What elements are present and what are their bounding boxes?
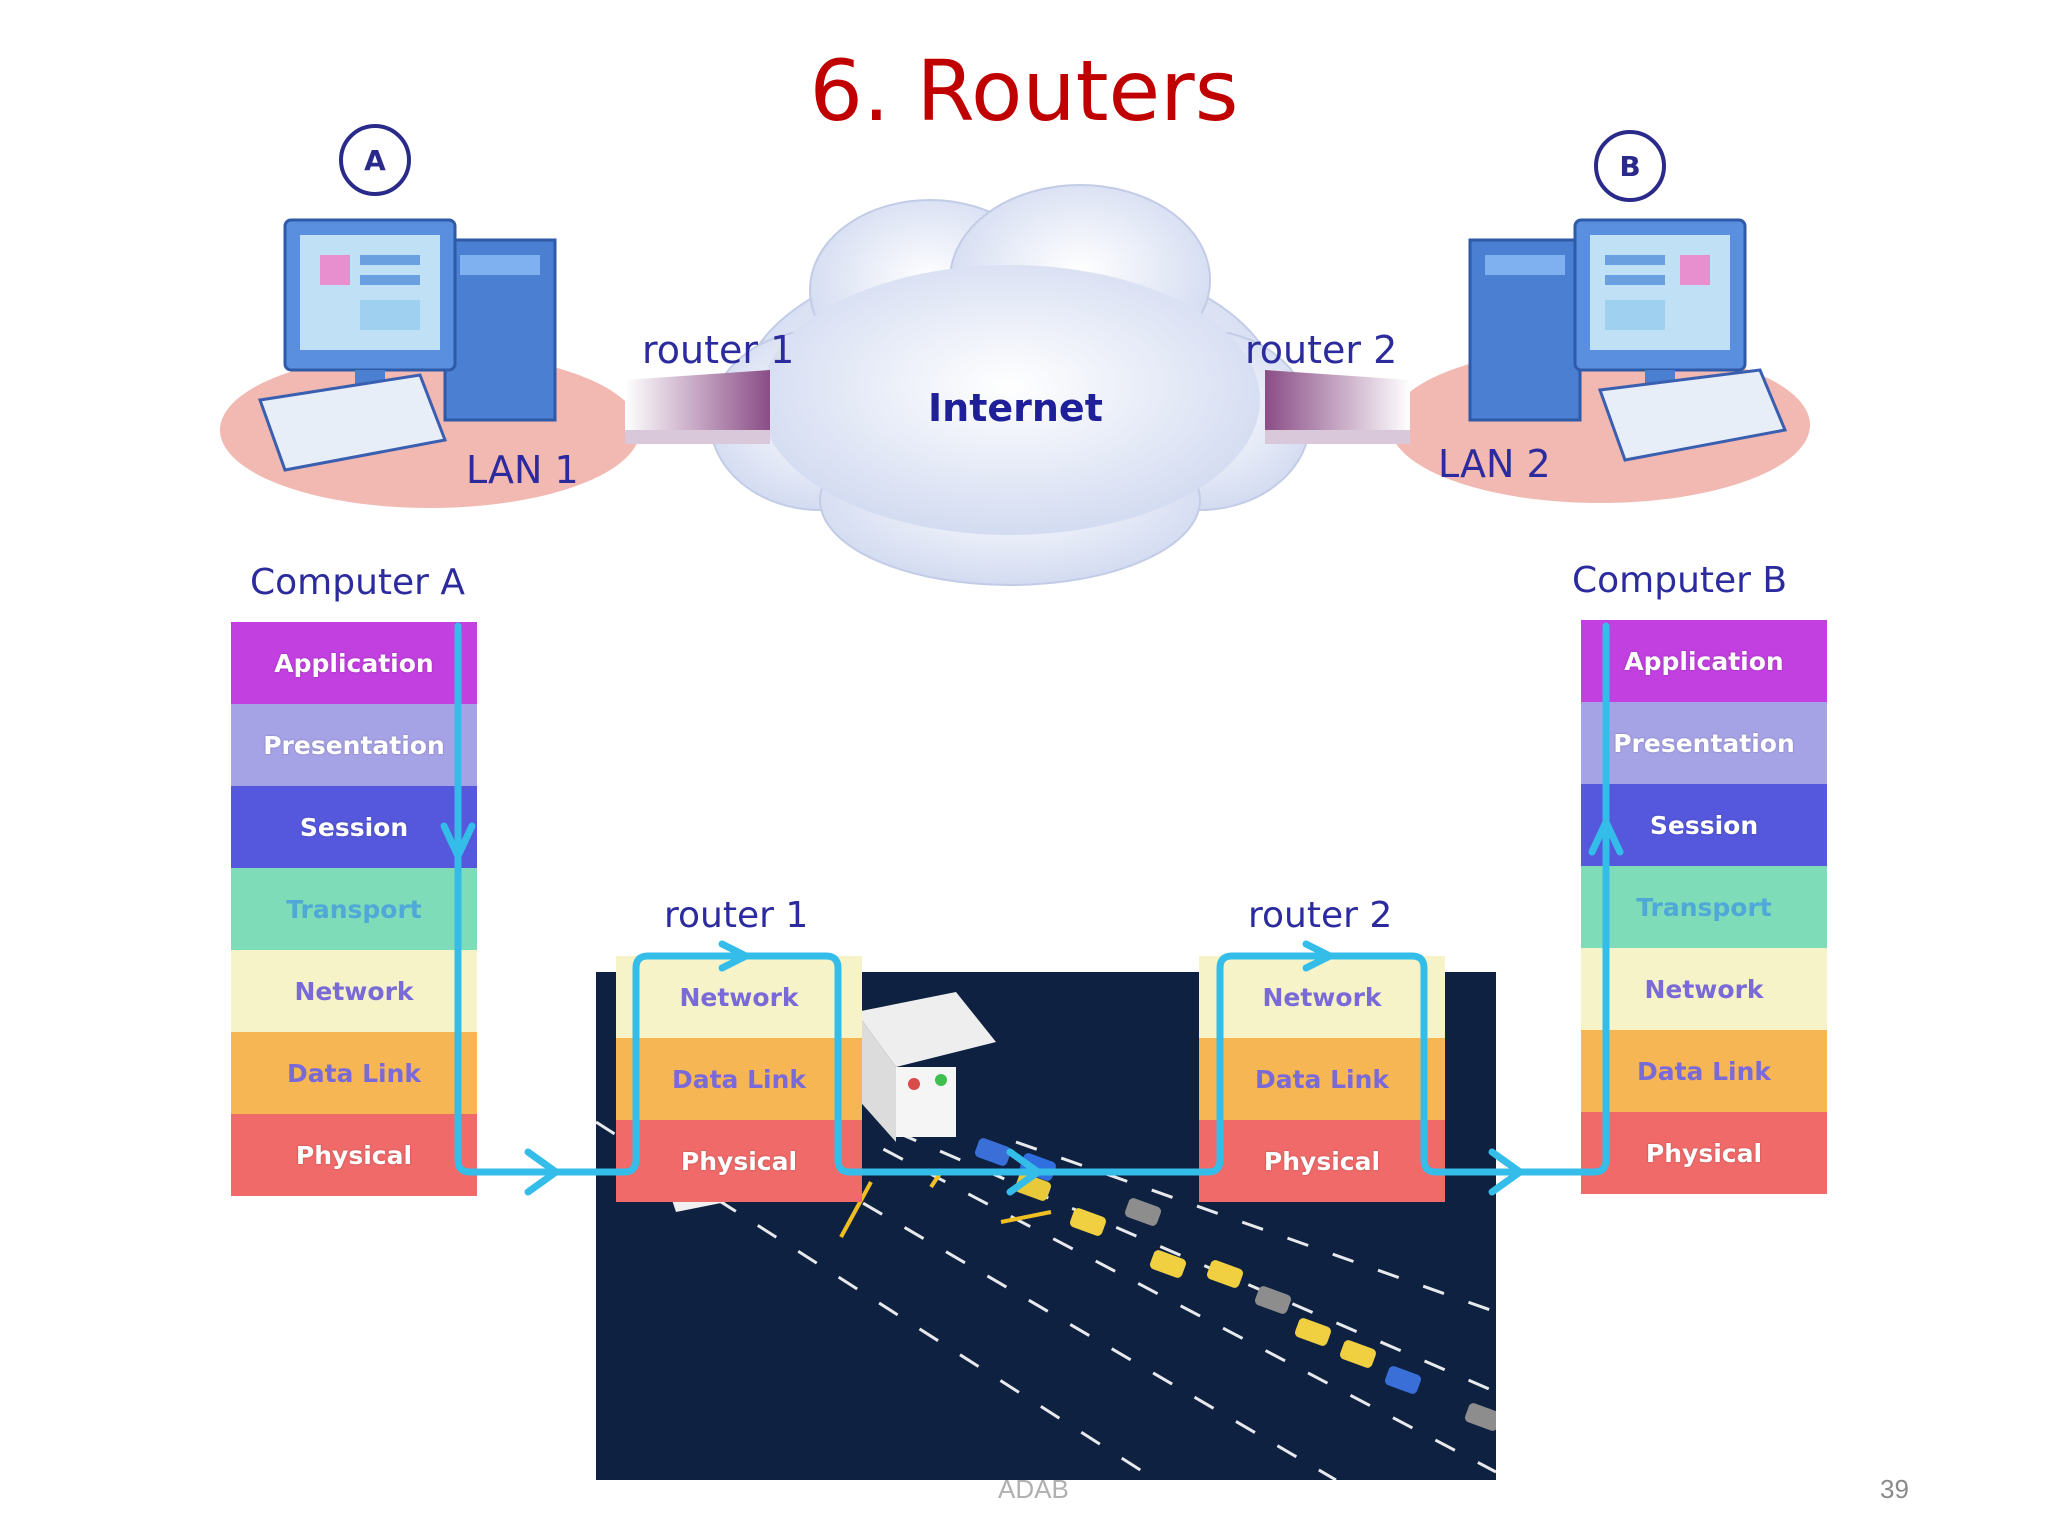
computer-b-stack: Application Presentation Session Transpo… [1581, 620, 1827, 1194]
router2-device [1265, 370, 1410, 444]
slide-title: 6. Routers [809, 42, 1239, 140]
layer-network: Network [231, 950, 477, 1032]
lan2-label: LAN 2 [1438, 442, 1551, 486]
computer-a-illustration [257, 218, 557, 472]
layer-physical: Physical [616, 1120, 862, 1202]
layer-transport: Transport [231, 868, 477, 950]
computer-b-illustration [1468, 218, 1788, 462]
host-a-badge: A [339, 124, 411, 196]
layer-application: Application [231, 622, 477, 704]
computer-a-stack: Application Presentation Session Transpo… [231, 622, 477, 1196]
host-b-badge: B [1594, 130, 1666, 202]
page-number: 39 [1880, 1474, 1909, 1504]
lan1-label: LAN 1 [466, 448, 579, 492]
internet-label: Internet [928, 386, 1103, 430]
router1-caption: router 1 [664, 895, 809, 936]
layer-data-link: Data Link [616, 1038, 862, 1120]
layer-presentation: Presentation [1581, 702, 1827, 784]
internet-cloud [709, 184, 1311, 586]
layer-physical: Physical [1199, 1120, 1445, 1202]
router1-device [625, 370, 770, 444]
network-illustration: A B router 1 router 2 Internet LAN 1 LAN… [0, 0, 2048, 600]
computer-b-caption: Computer B [1572, 560, 1788, 601]
router2-caption: router 2 [1248, 895, 1393, 936]
layer-transport: Transport [1581, 866, 1827, 948]
layer-session: Session [231, 786, 477, 868]
footer-text: ADAB [998, 1474, 1069, 1504]
arrow-right-icon [1488, 1148, 1524, 1196]
layer-network: Network [1581, 948, 1827, 1030]
layer-data-link: Data Link [1199, 1038, 1445, 1120]
layer-session: Session [1581, 784, 1827, 866]
layer-physical: Physical [231, 1114, 477, 1196]
router1-stack: Network Data Link Physical [616, 956, 862, 1202]
layer-physical: Physical [1581, 1112, 1827, 1194]
layer-application: Application [1581, 620, 1827, 702]
network-illustration-art [220, 184, 1810, 586]
layer-data-link: Data Link [1581, 1030, 1827, 1112]
layer-data-link: Data Link [231, 1032, 477, 1114]
router2-top-label: router 2 [1245, 328, 1398, 372]
arrow-right-icon [524, 1148, 560, 1196]
layer-presentation: Presentation [231, 704, 477, 786]
computer-a-caption: Computer A [250, 562, 466, 603]
router1-top-label: router 1 [642, 328, 795, 372]
layer-network: Network [1199, 956, 1445, 1038]
layer-network: Network [616, 956, 862, 1038]
router2-stack: Network Data Link Physical [1199, 956, 1445, 1202]
